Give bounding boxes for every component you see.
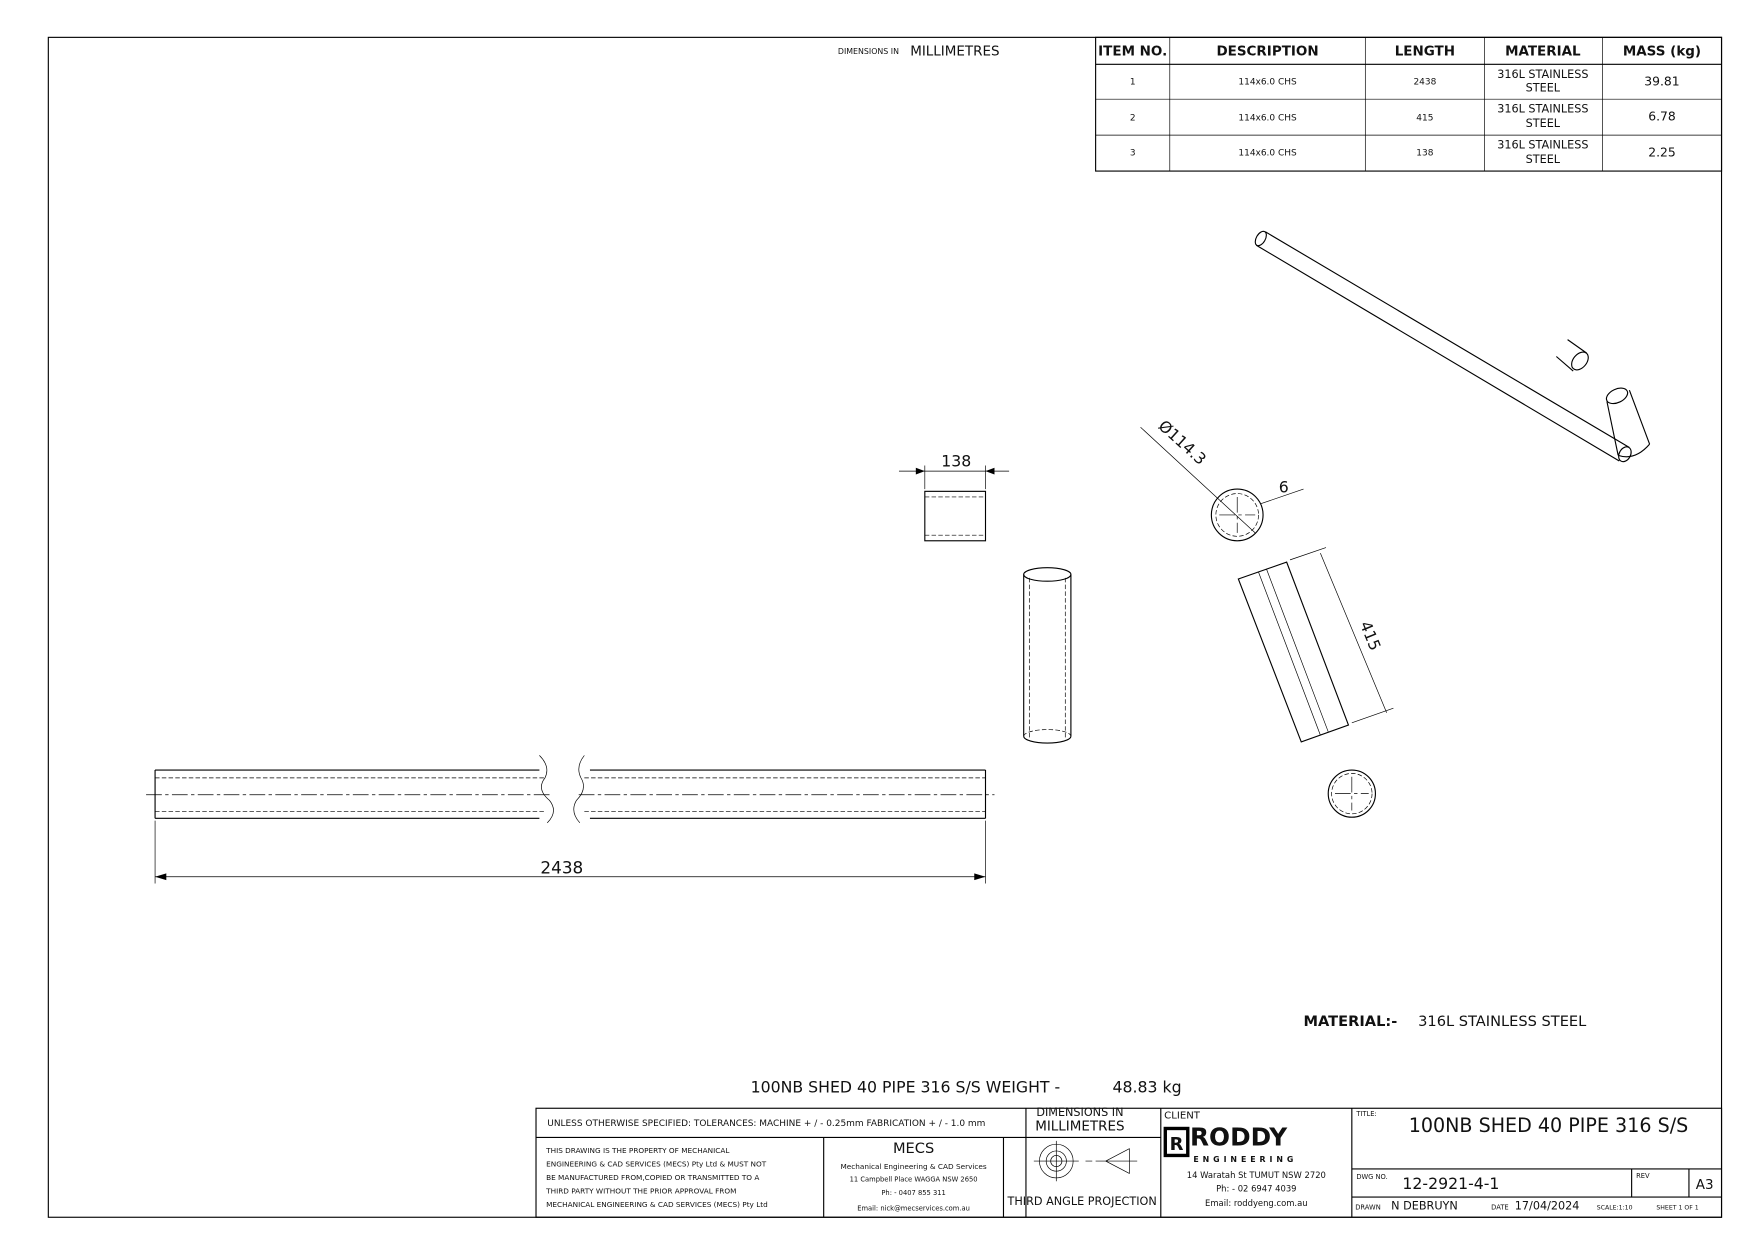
svg-text:SHEET 1 OF 1: SHEET 1 OF 1 — [1656, 1204, 1698, 1211]
svg-text:Ph: - 02 6947 4039: Ph: - 02 6947 4039 — [1216, 1183, 1296, 1193]
svg-text:DESCRIPTION: DESCRIPTION — [1216, 43, 1318, 59]
mecs-block: MECS Mechanical Engineering & CAD Servic… — [840, 1140, 986, 1212]
svg-text:CLIENT: CLIENT — [1164, 1110, 1201, 1121]
svg-text:TITLE:: TITLE: — [1355, 1110, 1377, 1118]
angled-pipe-view: 415 — [1237, 547, 1394, 818]
svg-text:STEEL: STEEL — [1526, 81, 1561, 94]
svg-text:6.78: 6.78 — [1648, 110, 1676, 124]
svg-text:316L STAINLESS STEEL: 316L STAINLESS STEEL — [1418, 1013, 1587, 1030]
svg-text:BE MANUFACTURED FROM,COPIED OR: BE MANUFACTURED FROM,COPIED OR TRANSMITT… — [546, 1173, 759, 1182]
svg-text:MASS (kg): MASS (kg) — [1623, 43, 1701, 59]
dim-long: 2438 — [540, 857, 583, 877]
bom-header: ITEM NO. DESCRIPTION LENGTH MATERIAL MAS… — [1098, 43, 1701, 59]
svg-text:39.81: 39.81 — [1644, 75, 1679, 89]
svg-text:DATE: DATE — [1491, 1203, 1509, 1211]
svg-text:DIMENSIONS IN: DIMENSIONS IN — [1036, 1106, 1123, 1119]
svg-text:A3: A3 — [1696, 1177, 1714, 1193]
svg-text:RODDY: RODDY — [1190, 1122, 1288, 1151]
svg-text:Mechanical Engineering & CAD S: Mechanical Engineering & CAD Services — [840, 1162, 986, 1171]
dim-short: 138 — [941, 452, 971, 471]
svg-text:R: R — [1170, 1134, 1184, 1155]
dims-prefix: DIMENSIONS IN — [838, 47, 899, 56]
drawing-number: 12-2921-4-1 — [1402, 1174, 1499, 1193]
svg-text:MATERIAL:-: MATERIAL:- — [1304, 1013, 1398, 1030]
svg-text:Email: roddyeng.com.au: Email: roddyeng.com.au — [1205, 1198, 1308, 1208]
property-notice: THIS DRAWING IS THE PROPERTY OF MECHANIC… — [545, 1146, 768, 1209]
svg-text:DWG NO.: DWG NO. — [1356, 1173, 1387, 1181]
drawing-title: 100NB SHED 40 PIPE 316 S/S — [1409, 1114, 1689, 1137]
svg-text:114x6.0 CHS: 114x6.0 CHS — [1238, 78, 1297, 88]
svg-text:THIRD PARTY WITHOUT THE PRIOR: THIRD PARTY WITHOUT THE PRIOR APPROVAL F… — [545, 1187, 736, 1196]
svg-text:DRAWN: DRAWN — [1355, 1203, 1381, 1211]
title-block: UNLESS OTHERWISE SPECIFIED: TOLERANCES: … — [535, 1106, 1723, 1218]
dim-mid: 415 — [1356, 618, 1385, 653]
third-angle-projection-icon — [1033, 1140, 1138, 1182]
svg-text:316L STAINLESS: 316L STAINLESS — [1497, 68, 1588, 81]
svg-text:2: 2 — [1130, 114, 1136, 124]
dims-unit: MILLIMETRES — [910, 43, 999, 59]
svg-text:1: 1 — [1130, 78, 1136, 88]
svg-text:138: 138 — [1416, 148, 1433, 158]
svg-text:100NB SHED 40 PIPE 316 S/S WEI: 100NB SHED 40 PIPE 316 S/S WEIGHT - — [751, 1078, 1061, 1097]
bom-table: ITEM NO. DESCRIPTION LENGTH MATERIAL MAS… — [1095, 36, 1723, 172]
svg-text:SCALE:1:10: SCALE:1:10 — [1597, 1204, 1633, 1211]
tolerances: UNLESS OTHERWISE SPECIFIED: TOLERANCES: … — [547, 1119, 985, 1129]
vertical-pipe-view — [1023, 567, 1072, 744]
dimensions-note: DIMENSIONS IN MILLIMETRES — [838, 43, 1000, 59]
svg-text:316L STAINLESS: 316L STAINLESS — [1497, 139, 1588, 152]
dim-wall: 6 — [1279, 477, 1289, 496]
svg-text:48.83 kg: 48.83 kg — [1112, 1078, 1181, 1097]
svg-text:2438: 2438 — [1413, 78, 1436, 88]
svg-text:316L STAINLESS: 316L STAINLESS — [1497, 103, 1588, 116]
svg-text:ENGINEERING: ENGINEERING — [1193, 1155, 1297, 1164]
svg-text:N DEBRUYN: N DEBRUYN — [1391, 1199, 1458, 1212]
material-note: MATERIAL:- 316L STAINLESS STEEL — [1304, 1013, 1588, 1030]
svg-text:11 Campbell Place WAGGA NSW 26: 11 Campbell Place WAGGA NSW 2650 — [850, 1175, 978, 1183]
svg-text:LENGTH: LENGTH — [1395, 43, 1455, 59]
roddy-logo: R RODDY ENGINEERING — [1163, 1122, 1297, 1164]
bom-row: 2 114x6.0 CHS 415 316L STAINLESS STEEL 6… — [1130, 103, 1676, 131]
bom-row: 3 114x6.0 CHS 138 316L STAINLESS STEEL 2… — [1130, 139, 1676, 167]
mecs-logo: MECS — [893, 1140, 934, 1157]
svg-text:114x6.0 CHS: 114x6.0 CHS — [1238, 114, 1297, 124]
svg-text:MILLIMETRES: MILLIMETRES — [1035, 1119, 1124, 1135]
weight-note: 100NB SHED 40 PIPE 316 S/S WEIGHT - 48.8… — [751, 1078, 1182, 1097]
svg-text:Email: nick@mecservices.com.au: Email: nick@mecservices.com.au — [857, 1205, 970, 1213]
short-pipe-view: 138 — [898, 452, 1010, 542]
svg-text:415: 415 — [1416, 114, 1433, 124]
svg-text:2.25: 2.25 — [1648, 145, 1676, 159]
svg-text:STEEL: STEEL — [1526, 117, 1561, 130]
bom-row: 1 114x6.0 CHS 2438 316L STAINLESS STEEL … — [1130, 68, 1680, 94]
sheet-border — [47, 36, 1723, 1218]
isometric-view — [1254, 230, 1651, 463]
long-pipe-view: 2438 — [146, 755, 995, 884]
svg-text:17/04/2024: 17/04/2024 — [1515, 1199, 1580, 1212]
svg-text:ITEM NO.: ITEM NO. — [1098, 43, 1167, 59]
svg-text:114x6.0 CHS: 114x6.0 CHS — [1238, 148, 1297, 158]
svg-text:THIS DRAWING IS THE PROPERTY O: THIS DRAWING IS THE PROPERTY OF MECHANIC… — [545, 1146, 730, 1155]
section-view: Ø114.3 6 — [1140, 416, 1304, 542]
svg-text:MECHANICAL ENGINEERING & CAD S: MECHANICAL ENGINEERING & CAD SERVICES (M… — [546, 1200, 768, 1209]
svg-text:14 Waratah St TUMUT NSW 2720: 14 Waratah St TUMUT NSW 2720 — [1187, 1170, 1326, 1180]
svg-text:Ph: - 0407 855 311: Ph: - 0407 855 311 — [881, 1189, 945, 1197]
svg-text:ENGINEERING & CAD SERVICES (ME: ENGINEERING & CAD SERVICES (MECS) Pty Lt… — [546, 1160, 767, 1169]
svg-text:MATERIAL: MATERIAL — [1505, 43, 1581, 59]
svg-text:THIRD ANGLE PROJECTION: THIRD ANGLE PROJECTION — [1006, 1195, 1156, 1208]
svg-text:3: 3 — [1130, 148, 1136, 158]
dim-diameter: Ø114.3 — [1155, 416, 1210, 469]
svg-text:REV: REV — [1636, 1172, 1650, 1180]
svg-text:STEEL: STEEL — [1526, 153, 1561, 166]
